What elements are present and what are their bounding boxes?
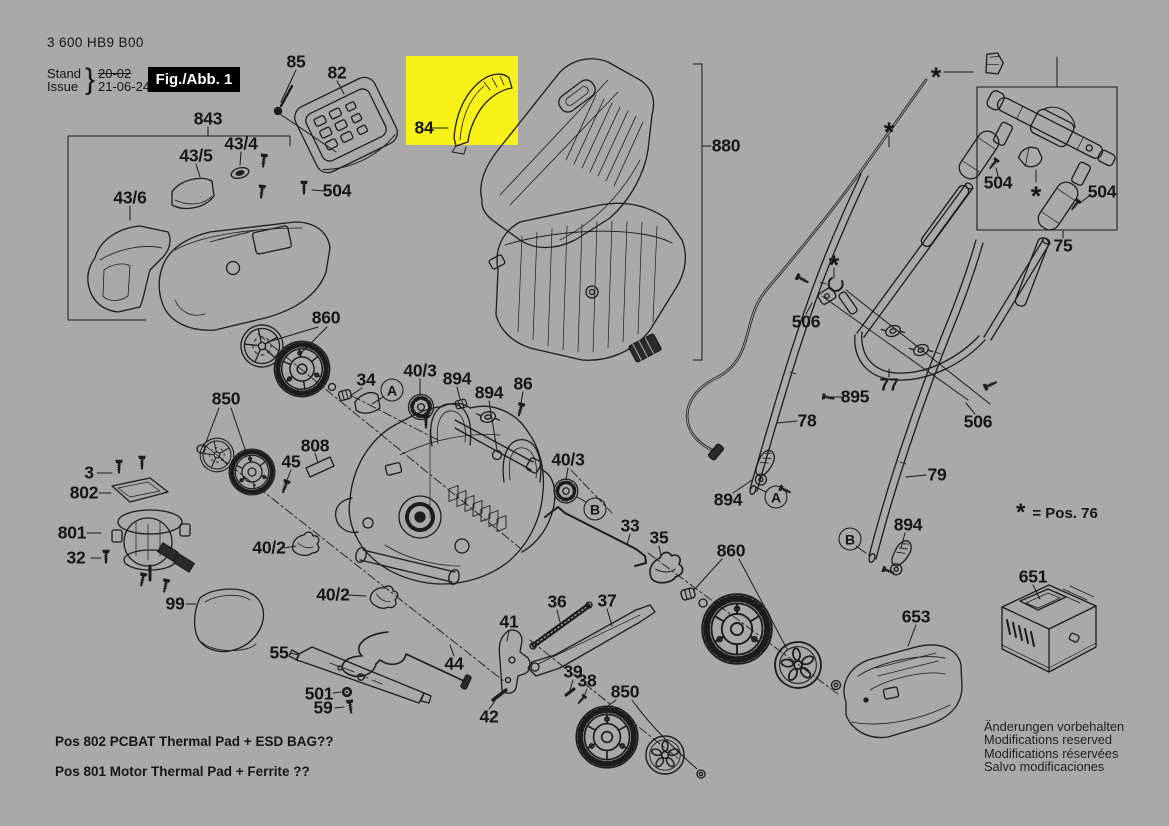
stand-label: Stand: [47, 65, 81, 81]
mower-deck-drawing: [334, 402, 556, 586]
revision-brace: }: [84, 63, 96, 96]
revision-block: Stand Issue } 20-02 21-06-24: [47, 63, 150, 97]
part-label-894: 894: [893, 514, 923, 535]
part-label-504: 504: [1087, 181, 1117, 202]
part-label-850: 850: [610, 681, 640, 702]
ref-marker-A: A: [764, 485, 788, 509]
blade-and-chute-drawing: [193, 506, 656, 704]
disclaimer-line-en: Modifications reserved: [984, 732, 1113, 748]
part-label-40-2: 40/2: [252, 537, 286, 558]
part-label-79: 79: [927, 464, 947, 485]
note-pos-802: Pos 802 PCBAT Thermal Pad + ESD BAG??: [55, 734, 334, 749]
charger-drawing: [843, 644, 963, 739]
part-label-34: 34: [356, 369, 376, 390]
part-label-880: 880: [711, 135, 741, 156]
part-label-506: 506: [791, 311, 821, 332]
asterisk-legend: * = Pos. 76: [1016, 499, 1098, 526]
part-label-78: 78: [797, 410, 817, 431]
part-label-506: 506: [963, 411, 993, 432]
part-label-42: 42: [479, 706, 499, 727]
part-label-651: 651: [1018, 566, 1048, 587]
part-label-77: 77: [879, 374, 899, 395]
part-label-36: 36: [547, 591, 567, 612]
part-label-37: 37: [597, 590, 617, 611]
part-label-85: 85: [286, 51, 306, 72]
part-label-44: 44: [444, 653, 464, 674]
part-label-653: 653: [901, 606, 931, 627]
part-label-802: 802: [69, 482, 99, 503]
part-label-504: 504: [322, 180, 352, 201]
screws-drawing: [101, 153, 1083, 714]
part-label-39: 39: [563, 661, 583, 682]
ref-marker-A: A: [380, 378, 404, 402]
part-label-843: 843: [193, 108, 223, 129]
part-label-504: 504: [983, 172, 1013, 193]
handlebar-drawing: [685, 52, 1051, 578]
part-label-59: 59: [313, 697, 333, 718]
disclaimer-line-es: Salvo modificaciones: [984, 759, 1105, 775]
part-label-43-6: 43/6: [113, 187, 147, 208]
part-label-35: 35: [649, 527, 669, 548]
part-label-40-2: 40/2: [316, 584, 350, 605]
motor-assembly-drawing: [111, 477, 195, 582]
part-label-99: 99: [165, 593, 185, 614]
part-label-894: 894: [474, 382, 504, 403]
part-label-32: 32: [66, 547, 86, 568]
asterisk-marker: *: [930, 61, 942, 92]
asterisk-marker: *: [1030, 180, 1042, 211]
part-label-3: 3: [84, 462, 94, 483]
disclaimer-line-de: Änderungen vorbehalten: [984, 719, 1125, 734]
part-label-894: 894: [713, 489, 743, 510]
note-pos-801: Pos 801 Motor Thermal Pad + Ferrite ??: [55, 764, 310, 779]
disclaimer-line-fr: Modifications réservées: [984, 745, 1119, 761]
modifications-disclaimer: Änderungen vorbehalten Modifications res…: [984, 720, 1124, 774]
motor-cover-drawing: [87, 166, 331, 331]
part-label-501: 501: [304, 683, 334, 704]
part-label-41: 41: [499, 611, 519, 632]
asterisk-marker: *: [883, 116, 895, 147]
highlight-box: [406, 56, 518, 145]
ref-marker-B: B: [838, 527, 862, 551]
part-label-43-5: 43/5: [179, 145, 213, 166]
part-label-75: 75: [1053, 235, 1073, 256]
part-label-40-3: 40/3: [551, 449, 585, 470]
part-label-40-3: 40/3: [403, 360, 437, 381]
part-label-860: 860: [716, 540, 746, 561]
part-label-808: 808: [300, 435, 330, 456]
issue-label: Issue: [47, 79, 79, 94]
revision-old-value: 20-02: [98, 65, 132, 81]
part-label-86: 86: [513, 373, 533, 394]
upper-handle-box-drawing: [918, 86, 1118, 309]
asterisk-legend-text: = Pos. 76: [1032, 504, 1098, 522]
part-label-801: 801: [57, 522, 87, 543]
part-label-45: 45: [281, 451, 301, 472]
part-label-894: 894: [442, 368, 472, 389]
wheels-drawing: [196, 320, 842, 779]
revision-new-value: 21-06-24: [98, 79, 151, 94]
part-label-860: 860: [311, 307, 341, 328]
part-label-82: 82: [327, 62, 347, 83]
leader-lines: [67, 56, 1090, 770]
product-code: 3 600 HB9 B00: [47, 35, 144, 50]
battery-drawing: [1001, 584, 1097, 673]
asterisk-legend-symbol: *: [1016, 499, 1026, 526]
ref-marker-B: B: [583, 497, 607, 521]
asterisk-marker: *: [828, 249, 840, 280]
grass-catcher-drawing: [480, 58, 687, 363]
part-label-38: 38: [577, 670, 597, 691]
part-label-850: 850: [211, 388, 241, 409]
control-panel-drawing: [273, 73, 513, 174]
part-label-43-4: 43/4: [224, 133, 258, 154]
part-label-84: 84: [414, 117, 434, 138]
part-label-33: 33: [620, 515, 640, 536]
part-label-55: 55: [269, 642, 289, 663]
part-label-895: 895: [840, 386, 870, 407]
figure-label: Fig./Abb. 1: [148, 67, 240, 92]
